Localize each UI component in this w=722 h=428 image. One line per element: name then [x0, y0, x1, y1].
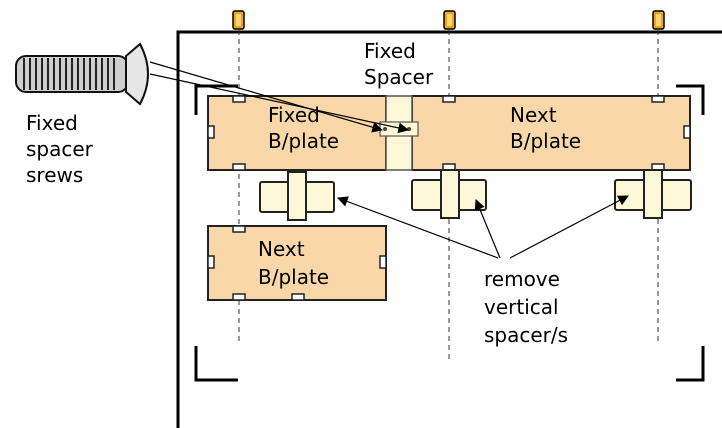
lower-backplate-label-line1: Next — [258, 237, 305, 261]
next-backplate-top-label-line2: B/plate — [510, 129, 581, 153]
arrow-icon — [509, 195, 629, 259]
arrow-icon — [149, 73, 410, 134]
remove-label-line2: vertical — [484, 295, 559, 319]
lower-backplate-label-line2: B/plate — [258, 265, 329, 289]
remove-label-line3: spacer/s — [484, 323, 568, 347]
guide-pin-icon — [652, 10, 665, 30]
screw-icon — [15, 42, 149, 106]
corner-bracket-bottom-left — [194, 346, 238, 382]
fixed-spacer-label-line2: Spacer — [364, 65, 434, 89]
arrow-icon — [474, 199, 501, 259]
fixed-backplate-label-line1: Fixed — [268, 103, 320, 127]
vertical-spacer — [411, 169, 487, 219]
screws-label-line3: srews — [26, 163, 83, 187]
vertical-spacer — [259, 171, 335, 221]
corner-bracket-bottom-right — [676, 346, 705, 382]
top-backplate-row — [207, 95, 691, 171]
lower-backplate — [207, 225, 387, 301]
arrow-icon — [149, 61, 384, 133]
arrow-icon — [336, 196, 499, 259]
screws-label-line1: Fixed — [26, 111, 78, 135]
guide-pin-icon — [232, 10, 245, 30]
screws-label-line2: spacer — [26, 137, 94, 161]
corner-bracket-top-right — [676, 84, 705, 115]
guide-pin-icon — [443, 10, 456, 30]
corner-bracket-top-left — [194, 84, 238, 115]
vertical-spacer — [614, 169, 692, 219]
fixed-backplate-label-line2: B/plate — [268, 129, 339, 153]
fixed-spacer-label-line1: Fixed — [364, 39, 416, 63]
next-backplate-top-label-line1: Next — [510, 103, 557, 127]
remove-label-line1: remove — [484, 267, 560, 291]
enclosure-frame — [176, 30, 722, 428]
